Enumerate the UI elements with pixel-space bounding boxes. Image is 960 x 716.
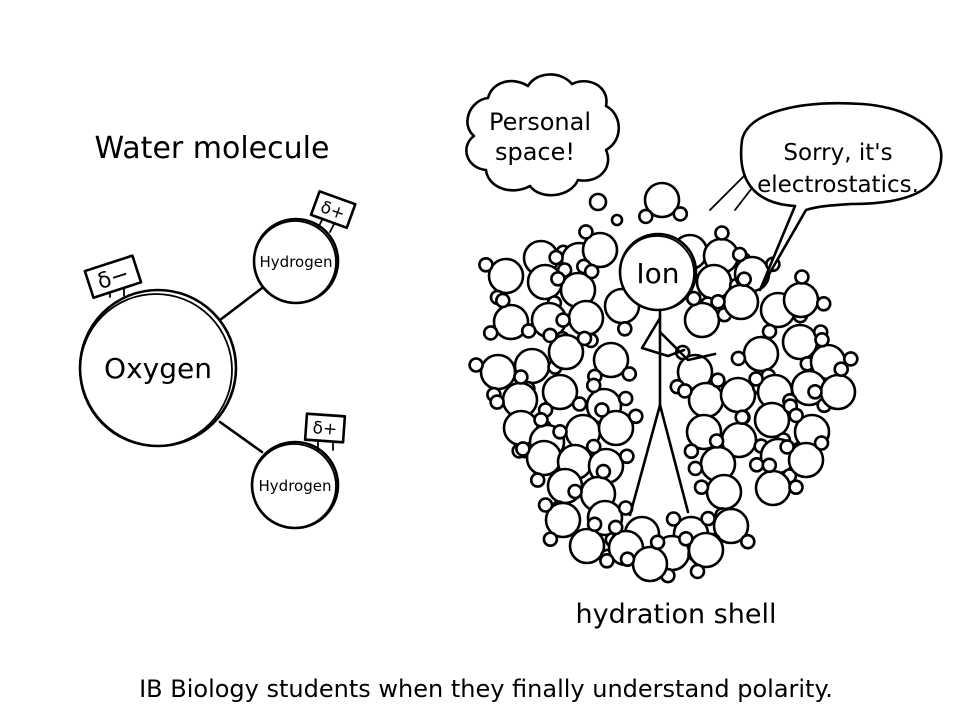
shell-water-molecule [489, 369, 539, 419]
shell-water-molecule [779, 435, 830, 479]
speech-bubble: Sorry, it's electrostatics. [709, 101, 943, 292]
hydrogen-bottom-charge-sign: δ+ [303, 412, 347, 452]
thought-bubble-line1: Personal [489, 108, 591, 136]
hydrogen-bottom-charge-label: δ+ [312, 418, 338, 440]
ion-figure: Ion [618, 232, 717, 517]
oxygen-charge-sign: δ− [83, 254, 143, 300]
speech-bubble-line1: Sorry, it's [783, 140, 892, 166]
shell-water-molecule [550, 263, 600, 309]
thought-bubble-line2: space! [495, 138, 575, 166]
shell-water-molecule [594, 402, 644, 447]
shell-water-molecule [586, 341, 638, 385]
shell-water-molecule [619, 534, 669, 583]
shell-water-molecule [782, 269, 832, 319]
hydrogen-atom-bottom: Hydrogen [250, 440, 340, 530]
shell-water-molecule [687, 433, 737, 483]
shell-water-molecule [537, 497, 582, 548]
hydrogen-top-label: Hydrogen [260, 253, 333, 271]
thought-bubble: Personal space! [465, 73, 624, 227]
bond-top [218, 286, 264, 322]
shell-water-molecule [482, 292, 530, 341]
speech-bubble-line2: electrostatics. [757, 172, 919, 198]
shell-water-molecule [678, 530, 725, 580]
shell-water-molecule [807, 361, 857, 411]
hydration-shell-diagram: Ion Personal space! Sorry, it's electros… [465, 73, 943, 630]
shell-water-molecule [575, 224, 619, 275]
shell-water-molecule [637, 181, 689, 225]
oxygen-label: Oxygen [104, 352, 212, 385]
shell-water-molecule [478, 256, 525, 306]
oxygen-atom: Oxygen [78, 288, 238, 448]
hydrogen-atom-top: Hydrogen [252, 217, 340, 305]
water-molecule-diagram: Water molecule Oxygen δ− Hydrogen [78, 131, 357, 530]
water-molecule-title: Water molecule [95, 131, 330, 166]
hydration-shell-caption: hydration shell [576, 599, 777, 630]
bond-bottom [218, 420, 264, 454]
hydrogen-top-charge-sign: δ+ [309, 189, 357, 233]
shell-water-molecule [542, 327, 593, 371]
hydrogen-bottom-label: Hydrogen [259, 477, 332, 495]
shell-water-molecule [468, 353, 517, 403]
shell-water-molecule [710, 271, 760, 321]
shell-water-molecule [754, 457, 804, 507]
ion-label: Ion [636, 257, 679, 290]
water-molecule-cluster [468, 181, 859, 584]
shell-water-molecule [537, 373, 588, 418]
comic-caption: IB Biology students when they finally un… [139, 675, 833, 703]
